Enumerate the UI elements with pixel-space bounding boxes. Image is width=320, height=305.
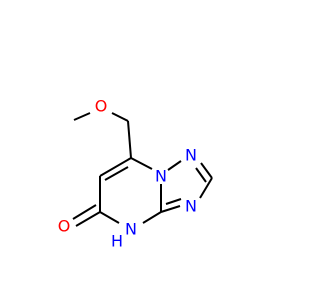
bond-methyl-o — [73, 112, 91, 121]
bond-n3-c3a — [160, 205, 181, 213]
atom-n-bridge: N — [155, 167, 167, 186]
bond-o-ch2 — [111, 112, 129, 122]
bond-c5-o — [75, 211, 101, 227]
bond-c2-n3 — [199, 177, 213, 199]
bond-ch2-c7 — [127, 120, 132, 159]
bond-n4-c3a — [142, 211, 162, 224]
bond-c7-c6-double — [104, 166, 129, 181]
atom-nh-h: H — [111, 232, 123, 251]
atom-n-right: N — [185, 197, 197, 216]
bond-c7-c6 — [99, 157, 132, 177]
atom-n-top: N — [185, 146, 197, 165]
atom-o-carbonyl: O — [58, 217, 71, 236]
bond-n8-n1 — [167, 160, 182, 171]
bond-n1-c2-double — [195, 167, 207, 183]
bond-n8-c7 — [130, 157, 153, 170]
atom-nh-n: N — [125, 220, 137, 239]
bond-c5-o-double — [72, 204, 97, 220]
atom-labels: O O N N N N H — [58, 97, 197, 251]
bond-c5-n4 — [99, 211, 120, 224]
molecule-svg: O O N N N N H — [58, 97, 213, 251]
bond-n1-c2 — [200, 162, 213, 179]
structure-diagram: O O N N N N H — [58, 97, 213, 251]
bond-n3-c3a-double — [165, 198, 182, 205]
bonds — [72, 112, 213, 227]
atom-o-ether: O — [95, 97, 108, 116]
